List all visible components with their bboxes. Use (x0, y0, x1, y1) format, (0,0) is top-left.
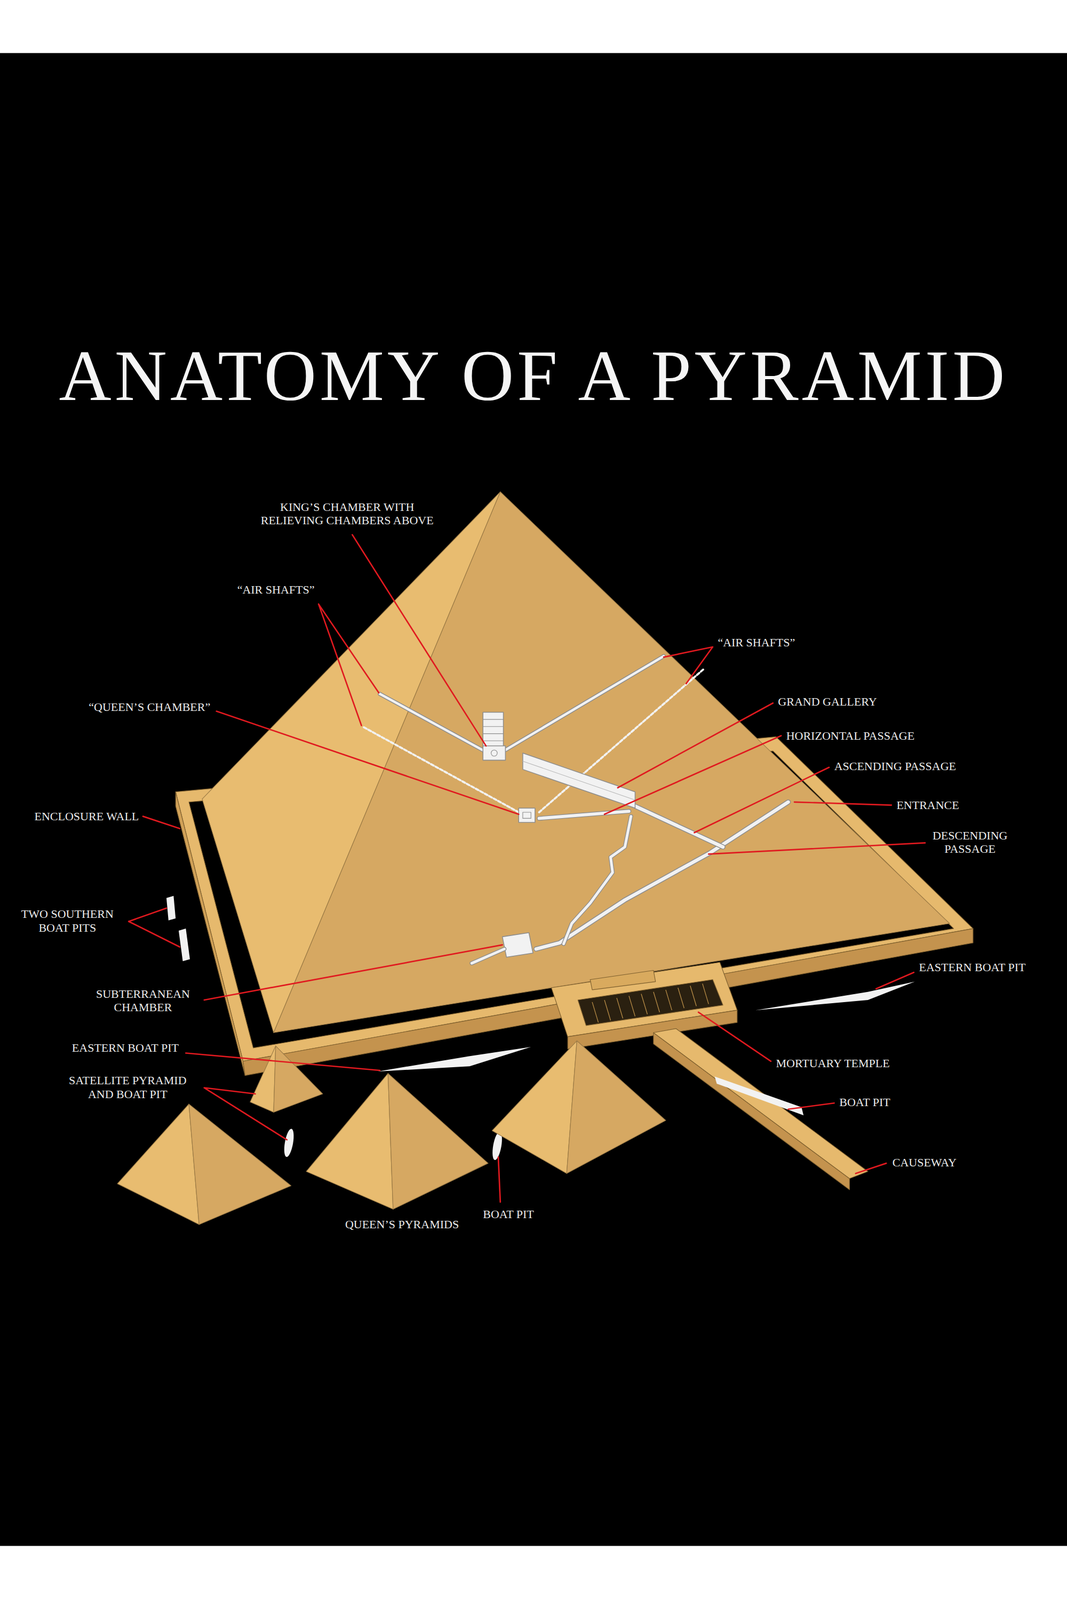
leader-lines (788, 1103, 835, 1110)
leader-lines (794, 802, 892, 806)
pyramid-interior (522, 812, 531, 819)
leader-lines (498, 1157, 501, 1203)
callout-label: TWO SOUTHERN BOAT PITS (8, 907, 126, 935)
queens-pyramids (491, 1041, 577, 1175)
pyramid-interior (634, 806, 723, 848)
mortuary-temple (665, 990, 672, 1011)
callout-label: “AIR SHAFTS” (717, 635, 795, 650)
mortuary-temple (577, 980, 723, 1026)
mortuary-temple (604, 1000, 611, 1021)
boat-pits (178, 928, 190, 962)
callout-label: ENCLOSURE WALL (34, 809, 140, 824)
pyramid-interior (539, 811, 629, 819)
pyramid-interior (471, 949, 505, 964)
pyramid-interior (482, 740, 504, 742)
callout-label: GRAND GALLERY (777, 695, 877, 709)
leader-lines (204, 945, 503, 1001)
queens-pyramids (250, 1046, 276, 1113)
queens-pyramids (306, 1073, 394, 1210)
queens-pyramids (117, 1041, 666, 1225)
leader-lines (216, 711, 520, 815)
callout-label: “QUEEN’S CHAMBER” (88, 700, 211, 714)
callout-label: HORIZONTAL PASSAGE (786, 729, 915, 743)
pyramid-interior (362, 656, 788, 964)
boat-pits (282, 1128, 296, 1158)
title: ANATOMY OF A PYRAMID (59, 339, 1009, 412)
pyramid-interior (502, 933, 533, 958)
pyramid-interior (563, 816, 631, 945)
callout-label: ENTRANCE (896, 798, 959, 812)
mortuary-temple (628, 996, 635, 1017)
leader-lines (855, 1163, 887, 1174)
pyramid-interior (482, 746, 506, 761)
mortuary-temple (641, 994, 648, 1015)
leader-lines (128, 908, 180, 948)
boat-pits (755, 982, 915, 1011)
pyramid-interior (482, 719, 504, 720)
callout-label: DESCENDING PASSAGE (921, 829, 1019, 857)
leader-lines (185, 1053, 380, 1071)
callout-label: “AIR SHAFTS” (237, 583, 315, 597)
leader-lines (708, 842, 926, 855)
callout-label: BOAT PIT (839, 1095, 891, 1110)
pyramid-interior (482, 726, 504, 728)
boat-pits (166, 896, 176, 921)
poster-ground (0, 52, 1067, 1547)
queens-pyramids (273, 1046, 323, 1113)
pyramid-interior (471, 949, 505, 964)
queens-pyramids (117, 1104, 199, 1225)
callout-label: EASTERN BOAT PIT (72, 1041, 179, 1055)
leader-lines (663, 647, 713, 684)
leader-lines (142, 816, 180, 830)
pyramid-interior (536, 802, 789, 950)
callout-label: CAUSEWAY (892, 1156, 957, 1170)
pyramid-interior (563, 816, 631, 945)
mortuary-temple (702, 983, 709, 1005)
pyramid-interior (505, 656, 664, 751)
pyramid-interior (505, 656, 664, 751)
pyramid-interior (482, 733, 504, 735)
causeway (653, 1032, 850, 1191)
callout-label: BOAT PIT (482, 1207, 535, 1222)
causeway (653, 1029, 869, 1191)
mortuary-temple (653, 992, 660, 1013)
mortuary-temple (678, 988, 684, 1009)
mortuary-temple (592, 1002, 599, 1023)
pyramid-interior (518, 808, 536, 823)
leader-lines (698, 1012, 771, 1062)
queens-pyramids (188, 1104, 291, 1225)
callout-label: SUBTERRANEAN CHAMBER (86, 987, 200, 1015)
mortuary-temple (616, 998, 623, 1019)
pyramid-interior (491, 750, 498, 756)
callout-label: QUEEN’S PYRAMIDS (345, 1217, 459, 1232)
leader-lines (204, 1088, 288, 1141)
causeway (653, 1029, 869, 1180)
callout-label: ASCENDING PASSAGE (834, 759, 957, 774)
queens-pyramids (387, 1073, 489, 1210)
mortuary-temple (551, 962, 737, 1050)
leader-lines (617, 703, 774, 788)
callout-label: SATELLITE PYRAMID AND BOAT PIT (56, 1073, 199, 1102)
leader-lines (128, 535, 926, 1203)
pyramid-interior (634, 806, 723, 848)
pyramid-interior (522, 753, 636, 809)
callout-label: EASTERN BOAT PIT (918, 960, 1026, 975)
mortuary-temple (690, 985, 697, 1007)
leader-lines (876, 972, 914, 990)
leader-lines (604, 735, 782, 815)
pyramid-interior (522, 761, 636, 801)
callout-label: MORTUARY TEMPLE (776, 1056, 890, 1071)
leader-lines (318, 604, 379, 727)
pyramid-interior (539, 811, 629, 819)
mortuary-temple (590, 970, 656, 991)
boat-pits (377, 1047, 531, 1072)
pyramid-interior (482, 712, 504, 747)
queens-pyramids (566, 1041, 666, 1175)
pyramid-interior (536, 802, 789, 950)
leader-lines (694, 767, 830, 833)
mortuary-temple (592, 983, 709, 1023)
callout-label: KING’S CHAMBER WITH RELIEVING CHAMBERS A… (247, 500, 447, 528)
leader-lines (352, 535, 487, 747)
